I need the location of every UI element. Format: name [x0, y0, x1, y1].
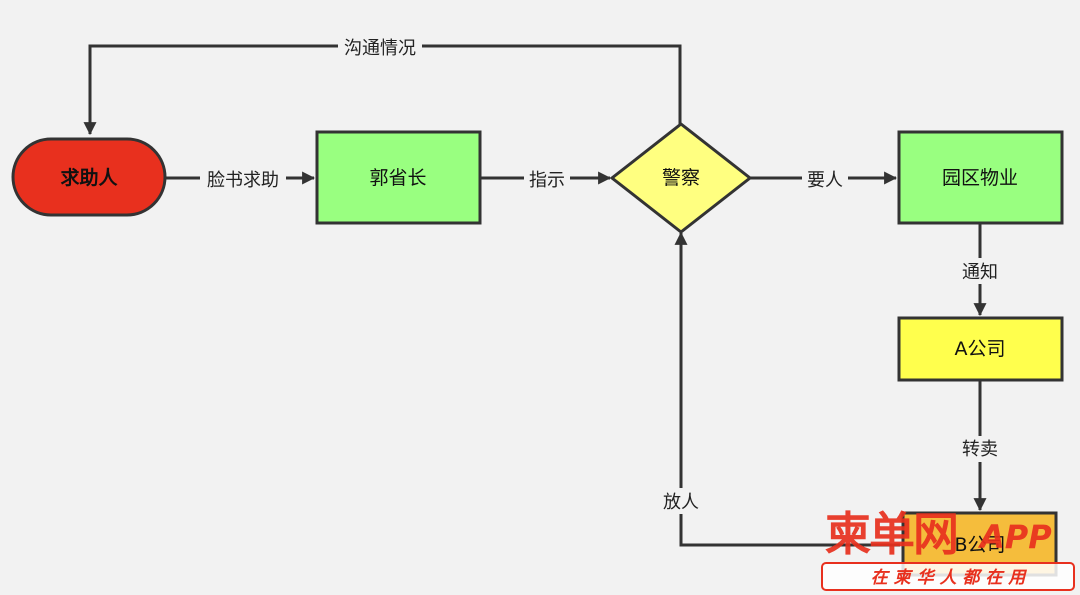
watermark-slogan-text: 在 柬 华 人 都 在 用	[871, 568, 1028, 588]
edge-label-release: 放人	[663, 492, 699, 513]
watermark-logo-text: 柬单网	[825, 507, 957, 561]
node-company-a: A公司	[897, 316, 1064, 382]
node-company-a-label: A公司	[955, 338, 1006, 360]
node-company-b-label: B公司	[954, 534, 1005, 556]
edge-label-resell: 转卖	[962, 439, 998, 460]
node-property: 园区物业	[897, 130, 1064, 225]
edge-label-notify: 通知	[962, 262, 998, 283]
edge-label-demand-person: 要人	[807, 170, 843, 191]
node-police-shape	[609, 122, 753, 234]
node-governor: 郭省长	[315, 130, 482, 225]
node-governor-shape	[315, 130, 482, 225]
watermark-slogan-box	[821, 562, 1075, 591]
node-seeker-shape	[11, 137, 167, 217]
node-company-a-shape	[897, 316, 1064, 382]
edge-label-communicate: 沟通情况	[344, 38, 416, 59]
edge-label-facebook-help: 脸书求助	[207, 170, 279, 191]
watermark-logo: 柬单网 APP 在 柬 华 人 都 在 用	[821, 507, 1075, 591]
edge-police-to-seeker	[83, 44, 682, 136]
node-police-label: 警察	[662, 167, 700, 189]
node-property-shape	[897, 130, 1064, 225]
node-seeker-label: 求助人	[60, 166, 118, 189]
edge-label-instruct: 指示	[529, 170, 565, 191]
node-seeker: 求助人	[11, 137, 167, 217]
edge-labels: 沟通情况 脸书求助 指示 要人 通知 转卖 放人	[200, 35, 1003, 514]
edge-b-to-police	[674, 231, 900, 547]
watermark-app-text: APP	[977, 518, 1052, 556]
node-property-label: 园区物业	[942, 167, 1018, 189]
node-governor-label: 郭省长	[369, 167, 426, 189]
node-police: 警察	[609, 122, 753, 234]
edges	[83, 44, 987, 547]
